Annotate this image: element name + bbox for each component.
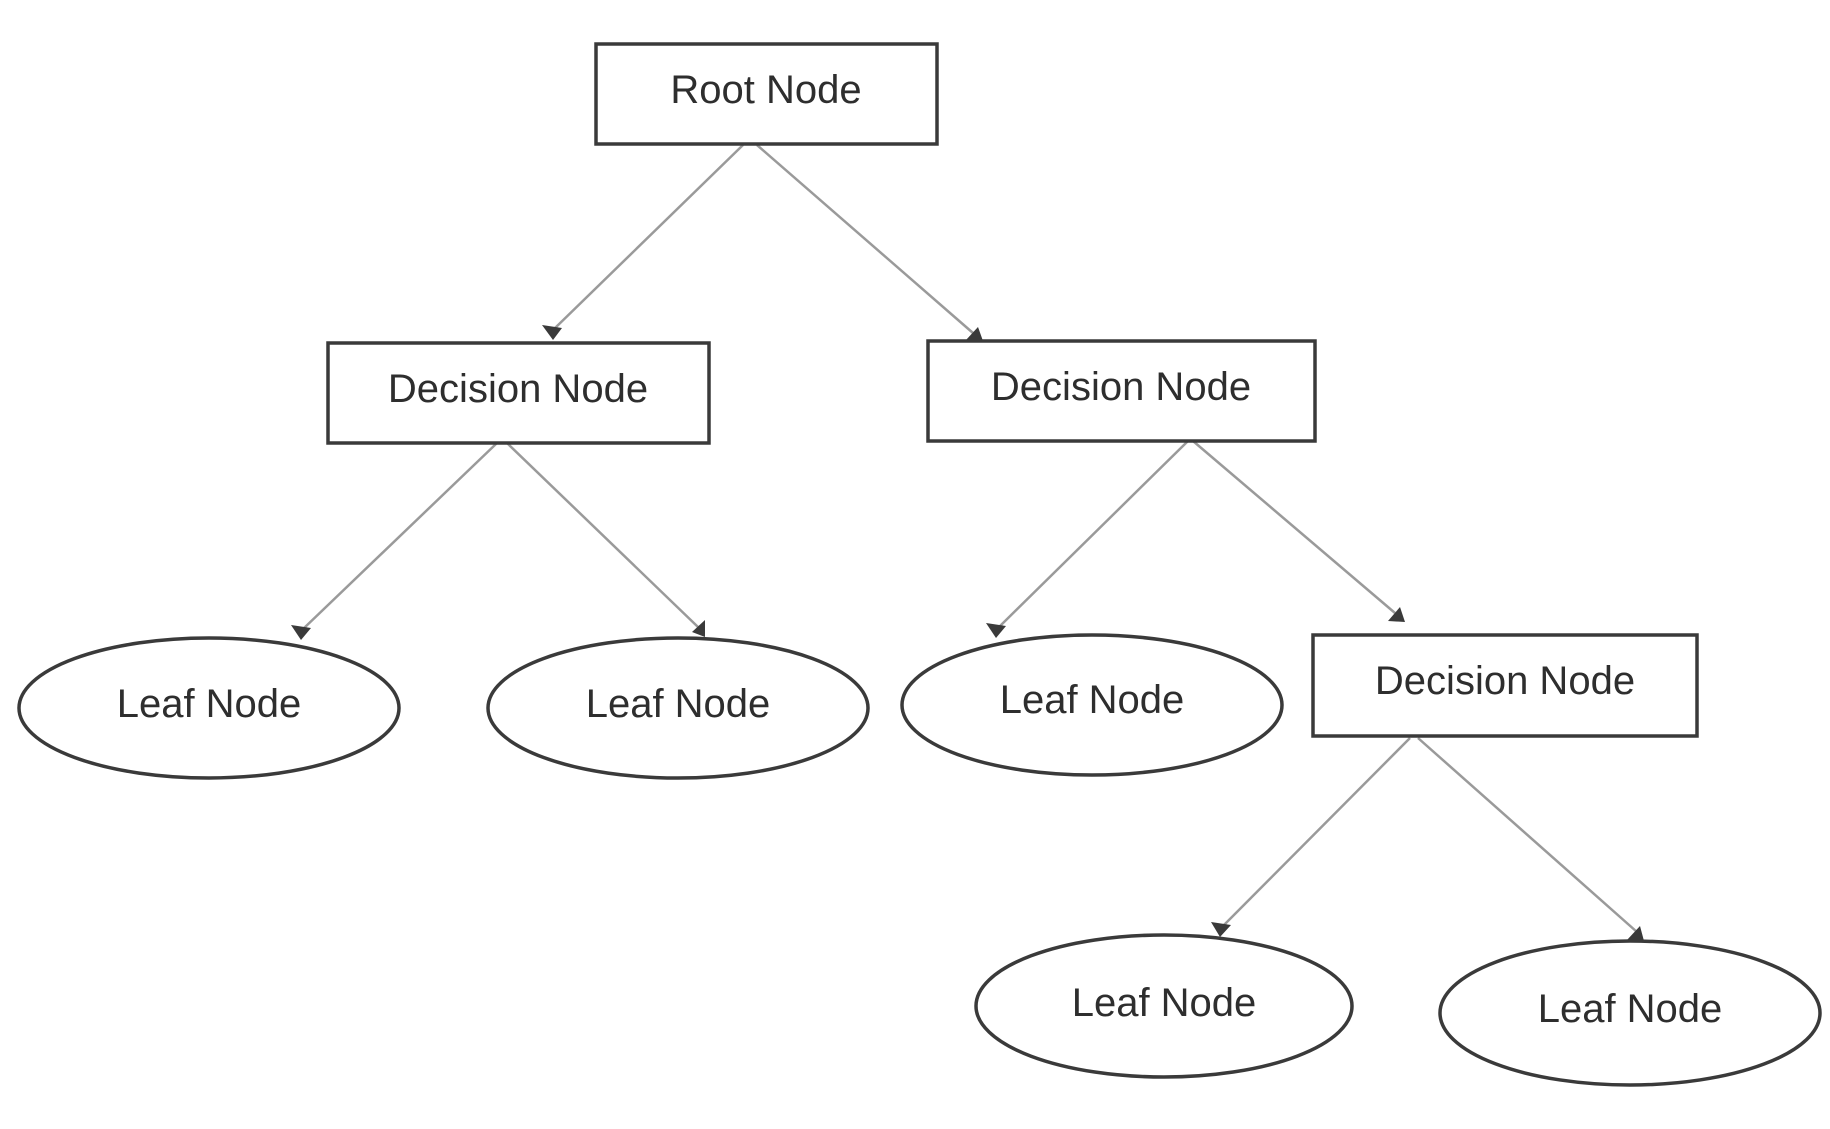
arrow-head — [1627, 926, 1644, 941]
arrow-head — [1211, 922, 1231, 937]
arrow-head — [542, 325, 562, 340]
arrow-head — [1388, 607, 1405, 622]
edge-decision-child-to-leaf-5 — [1417, 737, 1638, 933]
edge-root-to-decision-right — [756, 144, 974, 334]
arrow-head — [966, 327, 983, 341]
edge-decision-right-to-leaf-3 — [997, 440, 1189, 629]
edges — [291, 144, 1644, 941]
leaf-node-5: Leaf Node — [1438, 939, 1822, 1087]
arrow-head — [986, 623, 1006, 638]
arrow-head — [291, 625, 311, 640]
decision-node-right-child: Decision Node — [1311, 633, 1699, 738]
root-node-label: Root Node — [670, 68, 861, 112]
arrow-head — [692, 620, 705, 637]
leaf-node-2-label: Leaf Node — [586, 682, 771, 726]
decision-node-left-label: Decision Node — [388, 367, 648, 411]
decision-node-right-child-label: Decision Node — [1375, 659, 1635, 703]
leaf-node-1: Leaf Node — [17, 636, 401, 780]
leaf-node-1-label: Leaf Node — [117, 682, 302, 726]
leaf-node-3-label: Leaf Node — [1000, 678, 1185, 722]
edge-root-to-decision-left — [552, 144, 744, 331]
decision-node-right-label: Decision Node — [991, 365, 1251, 409]
edge-decision-child-to-leaf-4 — [1221, 737, 1411, 928]
leaf-node-3: Leaf Node — [900, 633, 1284, 777]
leaf-node-2: Leaf Node — [486, 636, 870, 780]
leaf-node-5-label: Leaf Node — [1538, 987, 1723, 1031]
leaf-node-4-label: Leaf Node — [1072, 981, 1257, 1025]
root-node: Root Node — [594, 42, 939, 146]
leaf-node-4: Leaf Node — [974, 933, 1354, 1079]
edge-decision-left-to-leaf-2 — [506, 442, 699, 628]
edge-decision-right-to-decision-child — [1192, 440, 1396, 614]
edge-decision-left-to-leaf-1 — [301, 442, 498, 631]
decision-node-right: Decision Node — [926, 339, 1317, 443]
decision-node-left: Decision Node — [326, 341, 711, 445]
